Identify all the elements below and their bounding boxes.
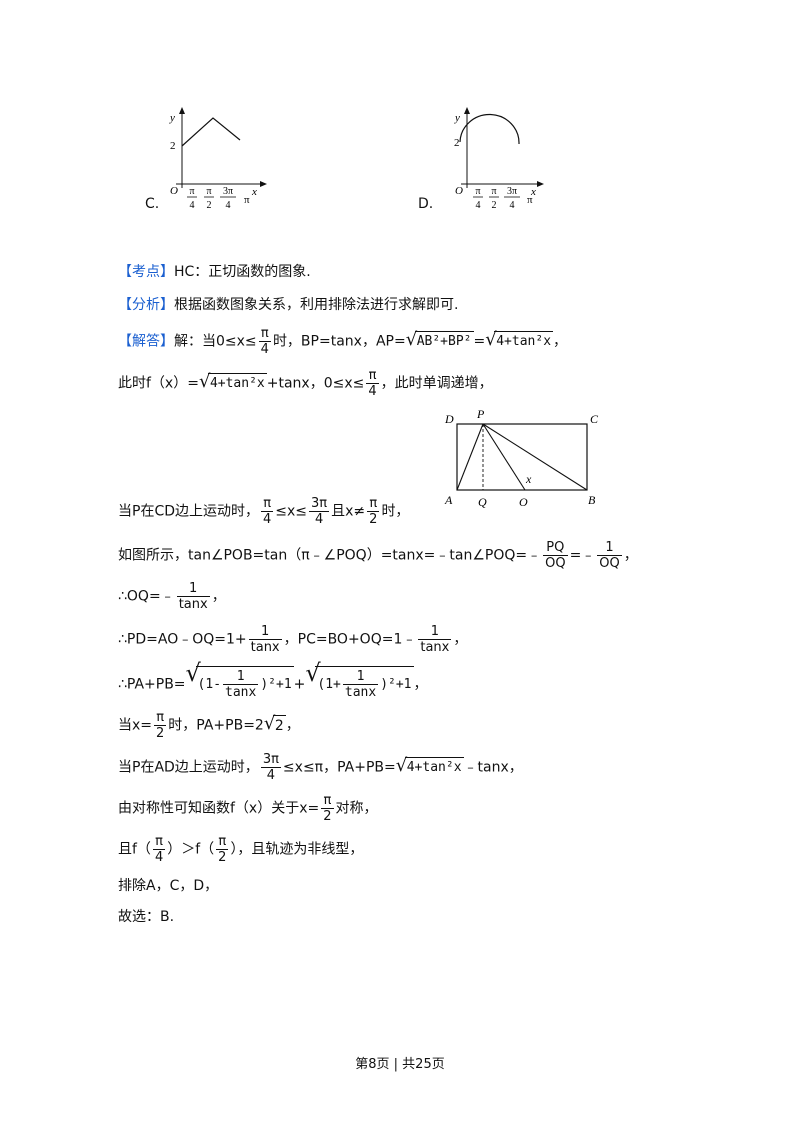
- graph-d-tick2-den: 2: [492, 200, 497, 211]
- fenxi-tag: 【分析】: [118, 297, 174, 313]
- option-c-label: C.: [145, 196, 160, 212]
- rectangle-abcd: [456, 423, 588, 491]
- graph-c-tick2-num: π: [206, 186, 211, 197]
- graph-d-curve: [459, 113, 520, 145]
- graph-d-x-label: x: [530, 186, 536, 198]
- solution-line-4: 如图所示，tan∠POB=tan（π﹣∠POQ）=tanx=﹣tan∠POQ=﹣…: [118, 540, 638, 571]
- jieda-tag: 【解答】: [118, 333, 174, 350]
- graph-c-curve: [181, 117, 241, 147]
- segment-pb: [482, 423, 588, 491]
- sqrt-expression: √4+tan²x: [198, 371, 267, 392]
- kaodian-text: HC：正切函数的图象.: [174, 264, 311, 280]
- option-d-label: D.: [418, 196, 434, 212]
- fenxi-text: 根据函数图象关系，利用排除法进行求解即可.: [174, 297, 459, 313]
- graph-c-svg: y 2 O x π 4 π 2 3π 4 π: [169, 107, 267, 211]
- graph-c-pi-label: π: [244, 194, 250, 206]
- point-d-label: D: [444, 412, 454, 426]
- rectangle-figure: D P C A Q O B x: [440, 404, 610, 512]
- graph-c-tick3-num: 3π: [223, 186, 233, 197]
- point-a-label: A: [444, 493, 453, 507]
- graph-c-y-label: y: [169, 112, 175, 124]
- solution-line-12: 排除A，C，D，: [118, 878, 219, 894]
- graph-d-y-arrow: [464, 107, 470, 114]
- graph-d-tick3-num: 3π: [507, 186, 517, 197]
- graph-c-x-label: x: [251, 186, 257, 198]
- segment-pa: [456, 423, 484, 491]
- graph-c-tick1-den: 4: [190, 200, 195, 211]
- point-q-label: Q: [478, 495, 487, 509]
- graph-c-tick2-den: 2: [207, 200, 212, 211]
- segment-po: [482, 423, 526, 491]
- sqrt-expression: √4+tan²x: [485, 329, 554, 350]
- sqrt-expression: √AB²+BP²: [405, 329, 474, 350]
- graph-d: y 2 O x π 4 π 2 3π 4 π: [425, 100, 575, 220]
- rectangle-figure-svg: D P C A Q O B x: [444, 407, 599, 509]
- graph-c-y-arrow: [179, 107, 185, 114]
- graph-d-tick2-num: π: [491, 186, 496, 197]
- point-c-label: C: [590, 412, 599, 426]
- graph-d-tick1-num: π: [475, 186, 480, 197]
- graph-d-origin: O: [455, 185, 463, 197]
- point-p-label: P: [476, 407, 485, 421]
- fenxi-line: 【分析】根据函数图象关系，利用排除法进行求解即可.: [118, 295, 458, 315]
- kaodian-tag: 【考点】: [118, 264, 174, 280]
- jieda-text-1: 解：当0≤x≤: [174, 333, 257, 350]
- point-b-label: B: [588, 493, 596, 507]
- solution-line-13: 故选：B.: [118, 909, 175, 925]
- kaodian-line: 【考点】HC：正切函数的图象.: [118, 262, 311, 282]
- graph-c-tick1-num: π: [189, 186, 194, 197]
- graph-c-origin: O: [170, 185, 178, 197]
- sqrt-expression: √4+tan²x: [395, 755, 464, 776]
- graph-d-svg: y 2 O x π 4 π 2 3π 4 π: [454, 107, 544, 211]
- graph-c-y-tick: 2: [170, 140, 176, 152]
- page-footer: 第8页 | 共25页: [355, 1057, 445, 1072]
- graph-d-x-arrow: [537, 181, 544, 187]
- graph-d-pi-label: π: [527, 194, 533, 206]
- graph-c: y 2 O x π 4 π 2 3π 4 π: [140, 100, 290, 220]
- graph-d-tick3-den: 4: [510, 200, 515, 211]
- sqrt-expression: √2: [263, 713, 286, 734]
- graph-c-x-arrow: [260, 181, 267, 187]
- graph-d-tick1-den: 4: [476, 200, 481, 211]
- graph-d-y-label: y: [454, 112, 460, 124]
- graph-c-tick3-den: 4: [226, 200, 231, 211]
- graph-d-y-tick: 2: [454, 137, 460, 149]
- jieda-text-2: 时，BP=tanx，AP=: [272, 333, 406, 350]
- angle-x-label: x: [525, 472, 532, 486]
- point-o-label: O: [519, 495, 528, 509]
